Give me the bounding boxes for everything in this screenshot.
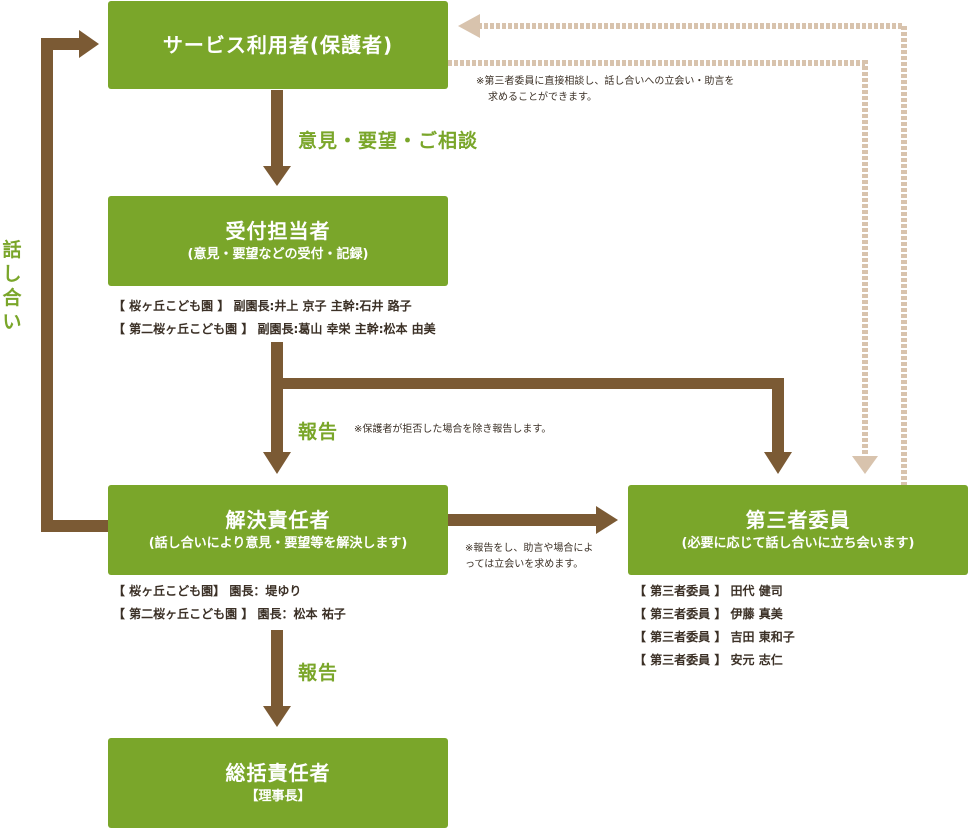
dashed-arrow-user-to-third-party bbox=[448, 60, 868, 456]
staff-list-third-party: 【 第三者委員 】 田代 健司 【 第三者委員 】 伊藤 真美 【 第三者委員 … bbox=[634, 580, 795, 672]
box-subtitle: 【理事長】 bbox=[245, 789, 311, 804]
box-reception-staff: 受付担当者 (意見・要望などの受付・記録) bbox=[108, 196, 448, 286]
arrow-user-to-reception bbox=[263, 90, 291, 186]
dashed-arrow-third-party-to-user bbox=[478, 23, 907, 486]
note-direct-consult: ※第三者委員に直接相談し、話し合いへの立会い・助言を 求めることができます。 bbox=[476, 76, 735, 103]
staff-list-reception: 【 桜ヶ丘こども園 】 副園長:井上 京子 主幹:石井 路子 【 第二桜ヶ丘こど… bbox=[113, 295, 436, 341]
box-title: 受付担当者 bbox=[225, 219, 331, 243]
arrow-reception-to-resolver bbox=[263, 342, 291, 474]
staff-entry: 【 第三者委員 】 伊藤 真美 bbox=[634, 607, 783, 621]
note-report-exception: ※保護者が拒否した場合を除き報告します。 bbox=[354, 424, 552, 435]
staff-list-resolver: 【 桜ヶ丘こども園】 園長：堤ゆり 【 第二桜ヶ丘こども園 】 園長：松本 祐子 bbox=[113, 580, 346, 626]
staff-entry: 【 第三者委員 】 安元 志仁 bbox=[634, 653, 783, 667]
box-subtitle: (必要に応じて話し合いに立ち会います) bbox=[681, 536, 915, 551]
box-resolution-manager: 解決責任者 (話し合いにより意見・要望等を解決します) bbox=[108, 485, 448, 575]
box-title: サービス利用者(保護者) bbox=[162, 33, 394, 57]
box-third-party-committee: 第三者委員 (必要に応じて話し合いに立ち会います) bbox=[628, 485, 968, 575]
box-title: 第三者委員 bbox=[745, 508, 851, 532]
staff-entry: 【 第三者委員 】 吉田 東和子 bbox=[634, 630, 795, 644]
label-discussion: 話 し 合 い bbox=[2, 239, 22, 333]
arrow-talk-loop bbox=[41, 30, 109, 532]
box-title: 総括責任者 bbox=[225, 761, 331, 785]
box-general-manager: 総括責任者 【理事長】 bbox=[108, 738, 448, 828]
staff-entry: 【 第二桜ヶ丘こども園 】 副園長:葛山 幸栄 主幹:松本 由美 bbox=[113, 322, 436, 336]
box-service-user: サービス利用者(保護者) bbox=[108, 1, 448, 89]
box-title: 解決責任者 bbox=[225, 508, 331, 532]
label-report-2: 報告 bbox=[298, 662, 339, 684]
label-report-1: 報告 bbox=[298, 421, 339, 443]
arrow-reception-to-third-party bbox=[277, 378, 792, 474]
staff-entry: 【 桜ヶ丘こども園】 園長：堤ゆり bbox=[113, 584, 302, 598]
staff-entry: 【 第三者委員 】 田代 健司 bbox=[634, 584, 783, 598]
staff-entry: 【 第二桜ヶ丘こども園 】 園長：松本 祐子 bbox=[113, 607, 346, 621]
box-subtitle: (意見・要望などの受付・記録) bbox=[187, 247, 369, 262]
arrow-resolver-to-third-party bbox=[448, 506, 618, 534]
note-report-advice: ※報告をし、助言や場合によ っては立会いを求めます。 bbox=[465, 543, 594, 570]
staff-entry: 【 桜ヶ丘こども園 】 副園長:井上 京子 主幹:石井 路子 bbox=[113, 299, 412, 313]
arrow-resolver-to-chief bbox=[263, 630, 291, 727]
label-opinion-request: 意見・要望・ご相談 bbox=[298, 130, 479, 152]
box-subtitle: (話し合いにより意見・要望等を解決します) bbox=[148, 536, 408, 551]
